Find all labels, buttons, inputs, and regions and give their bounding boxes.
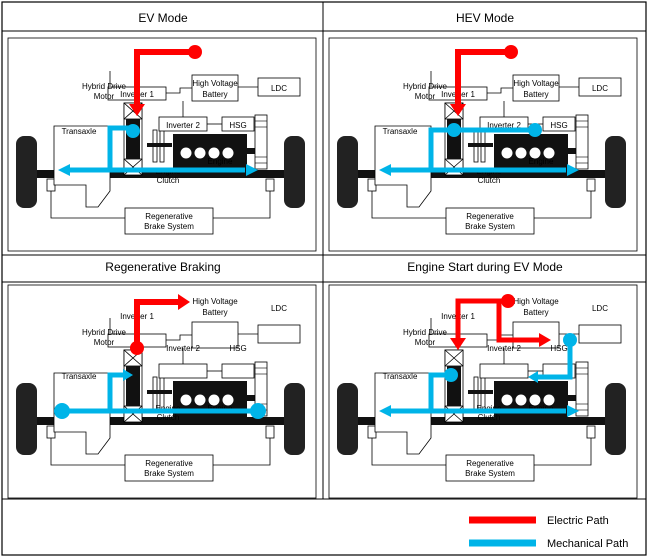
svg-text:Clutch: Clutch xyxy=(478,413,501,422)
panel-engine-start-ev: Inverter 1 Inverter 2 HSG High Voltage B… xyxy=(328,284,638,499)
svg-text:LDC: LDC xyxy=(592,84,608,93)
svg-text:Transaxle: Transaxle xyxy=(383,372,418,381)
svg-text:Clutch: Clutch xyxy=(478,176,501,185)
mechanical-path xyxy=(58,124,258,176)
svg-text:High Voltage: High Voltage xyxy=(192,297,238,306)
svg-text:Inverter 2: Inverter 2 xyxy=(166,344,200,353)
svg-text:Inverter 2: Inverter 2 xyxy=(487,344,521,353)
svg-text:Brake System: Brake System xyxy=(144,222,194,231)
panel-title-regen: Regenerative Braking xyxy=(105,260,220,274)
svg-text:High Voltage: High Voltage xyxy=(192,79,238,88)
svg-text:Regenerative: Regenerative xyxy=(466,212,514,221)
svg-text:HSG: HSG xyxy=(550,121,567,130)
svg-text:Transaxle: Transaxle xyxy=(62,372,97,381)
svg-text:Regenerative: Regenerative xyxy=(145,459,193,468)
svg-text:Motor: Motor xyxy=(415,92,436,101)
svg-text:LDC: LDC xyxy=(271,304,287,313)
svg-text:Clutch: Clutch xyxy=(157,413,180,422)
mechanical-path xyxy=(54,369,266,419)
svg-text:Engine: Engine xyxy=(529,157,554,166)
svg-text:Clutch: Clutch xyxy=(157,176,180,185)
svg-text:Regenerative: Regenerative xyxy=(145,212,193,221)
svg-text:Brake System: Brake System xyxy=(465,469,515,478)
svg-text:LDC: LDC xyxy=(271,84,287,93)
electric-path xyxy=(130,294,190,355)
svg-text:Battery: Battery xyxy=(202,90,227,99)
svg-text:Hybrid Drive: Hybrid Drive xyxy=(82,328,127,337)
svg-text:Hybrid Drive: Hybrid Drive xyxy=(403,82,448,91)
svg-text:Battery: Battery xyxy=(523,90,548,99)
panel-regenerative-braking: Inverter 1 Inverter 2 HSG High Voltage B… xyxy=(7,284,317,499)
svg-text:Inverter 2: Inverter 2 xyxy=(487,121,521,130)
svg-text:Regenerative: Regenerative xyxy=(466,459,514,468)
svg-text:Transaxle: Transaxle xyxy=(383,127,418,136)
svg-text:Motor: Motor xyxy=(415,338,436,347)
svg-text:Brake System: Brake System xyxy=(465,222,515,231)
panel-ev-mode: Inverter 1 Inverter 2 HSG High Voltage B… xyxy=(7,37,317,252)
svg-text:High Voltage: High Voltage xyxy=(513,79,559,88)
svg-text:Hybrid Drive: Hybrid Drive xyxy=(403,328,448,337)
electric-path xyxy=(450,45,518,116)
svg-text:Motor: Motor xyxy=(94,92,115,101)
panel-title-hev: HEV Mode xyxy=(456,11,514,25)
svg-text:Brake System: Brake System xyxy=(144,469,194,478)
legend-electric-label: Electric Path xyxy=(547,515,609,527)
legend: Electric Path Mechanical Path xyxy=(469,515,628,550)
svg-text:HSG: HSG xyxy=(229,121,246,130)
svg-text:Transaxle: Transaxle xyxy=(62,127,97,136)
legend-mechanical-label: Mechanical Path xyxy=(547,538,628,550)
mechanical-path xyxy=(379,123,579,176)
electric-path xyxy=(129,45,202,116)
electric-path xyxy=(450,294,551,350)
svg-text:Hybrid Drive: Hybrid Drive xyxy=(82,82,127,91)
svg-text:HSG: HSG xyxy=(550,344,567,353)
svg-text:LDC: LDC xyxy=(592,304,608,313)
svg-text:Battery: Battery xyxy=(202,308,227,317)
panel-hev-mode: Inverter 1 Inverter 2 HSG High Voltage B… xyxy=(328,37,638,252)
panel-title-ev: EV Mode xyxy=(138,11,188,25)
svg-text:High Voltage: High Voltage xyxy=(513,297,559,306)
svg-text:Motor: Motor xyxy=(94,338,115,347)
svg-text:HSG: HSG xyxy=(229,344,246,353)
mechanical-path xyxy=(379,333,579,417)
svg-text:Engine: Engine xyxy=(208,157,233,166)
svg-text:Inverter 2: Inverter 2 xyxy=(166,121,200,130)
svg-text:Battery: Battery xyxy=(523,308,548,317)
panel-title-engine-start: Engine Start during EV Mode xyxy=(407,260,563,274)
